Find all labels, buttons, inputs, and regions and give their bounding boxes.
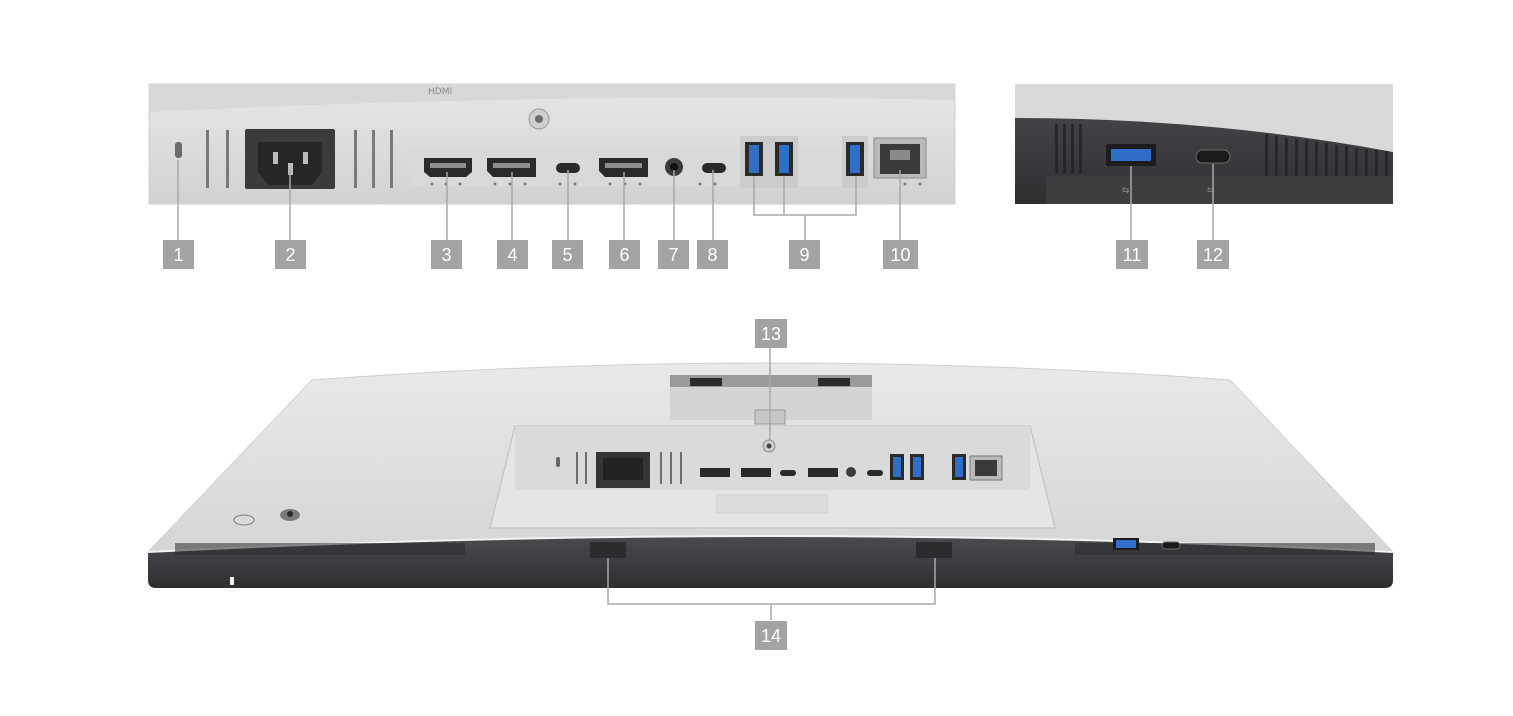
svg-text:14: 14 — [761, 626, 781, 646]
power-led — [230, 577, 234, 585]
power-button — [233, 514, 255, 526]
svg-text:5: 5 — [562, 245, 572, 265]
callout-5: 5 — [552, 240, 583, 269]
displayport-out-port — [599, 158, 648, 177]
hdmi-port — [424, 158, 472, 177]
callout-7: 7 — [658, 240, 689, 269]
vent-slots-middle — [354, 130, 393, 188]
callouts-side: 11 12 — [1116, 240, 1229, 269]
callout-3: 3 — [431, 240, 462, 269]
leader-lines-side — [1130, 164, 1214, 240]
svg-text:11: 11 — [1123, 245, 1142, 265]
rubber-foot-left — [590, 542, 626, 558]
vent-slots-left — [206, 130, 229, 188]
svg-text:2: 2 — [285, 245, 295, 265]
rear-port-panel: HDMI — [148, 83, 956, 205]
svg-text:4: 4 — [507, 245, 517, 265]
callout-4: 4 — [497, 240, 528, 269]
front-vents — [175, 543, 1375, 555]
callout-14: 14 — [755, 621, 787, 650]
side-port-panel: ⇆ ⇆ — [1015, 84, 1393, 204]
usb-icon-11: ⇆ — [1122, 186, 1130, 196]
side-vents — [1055, 124, 1388, 176]
callout-11: 11 — [1116, 240, 1148, 269]
svg-text:7: 7 — [668, 245, 678, 265]
usb-a-ports-pair — [740, 136, 798, 188]
side-usb-c-port — [1195, 149, 1231, 164]
leader-lines-top — [177, 160, 901, 240]
svg-text:12: 12 — [1203, 245, 1223, 265]
svg-text:9: 9 — [799, 245, 809, 265]
rubber-foot-right — [916, 542, 952, 558]
displayport-in-port — [487, 158, 536, 177]
hdmi-label: HDMI — [428, 87, 452, 97]
callout-12: 12 — [1197, 240, 1229, 269]
usb-c-port — [702, 163, 726, 173]
callouts-bottom: 13 14 — [755, 319, 787, 650]
usb-a-port-single — [842, 136, 868, 188]
monitor-bottom-view — [146, 362, 1395, 588]
callout-13: 13 — [755, 319, 787, 348]
leader-lines-bottom — [607, 348, 936, 620]
svg-text:8: 8 — [707, 245, 717, 265]
ethernet-port — [873, 137, 927, 179]
usb-icon-12: ⇆ — [1207, 186, 1215, 196]
callout-10: 10 — [883, 240, 918, 269]
callout-8: 8 — [697, 240, 728, 269]
kensington-lock-slot — [175, 142, 182, 158]
svg-text:3: 3 — [441, 245, 451, 265]
svg-text:10: 10 — [890, 245, 910, 265]
callouts-top: 1 2 3 4 5 6 7 8 9 10 — [163, 240, 918, 269]
svg-text:1: 1 — [173, 245, 183, 265]
svg-text:13: 13 — [761, 324, 781, 344]
side-usb-a-port — [1106, 144, 1156, 166]
callout-1: 1 — [163, 240, 194, 269]
usb-c-port-upstream — [556, 163, 580, 173]
callout-6: 6 — [609, 240, 640, 269]
callout-9: 9 — [789, 240, 820, 269]
screw-hole-icon — [535, 115, 543, 123]
svg-text:6: 6 — [619, 245, 629, 265]
callout-2: 2 — [275, 240, 306, 269]
